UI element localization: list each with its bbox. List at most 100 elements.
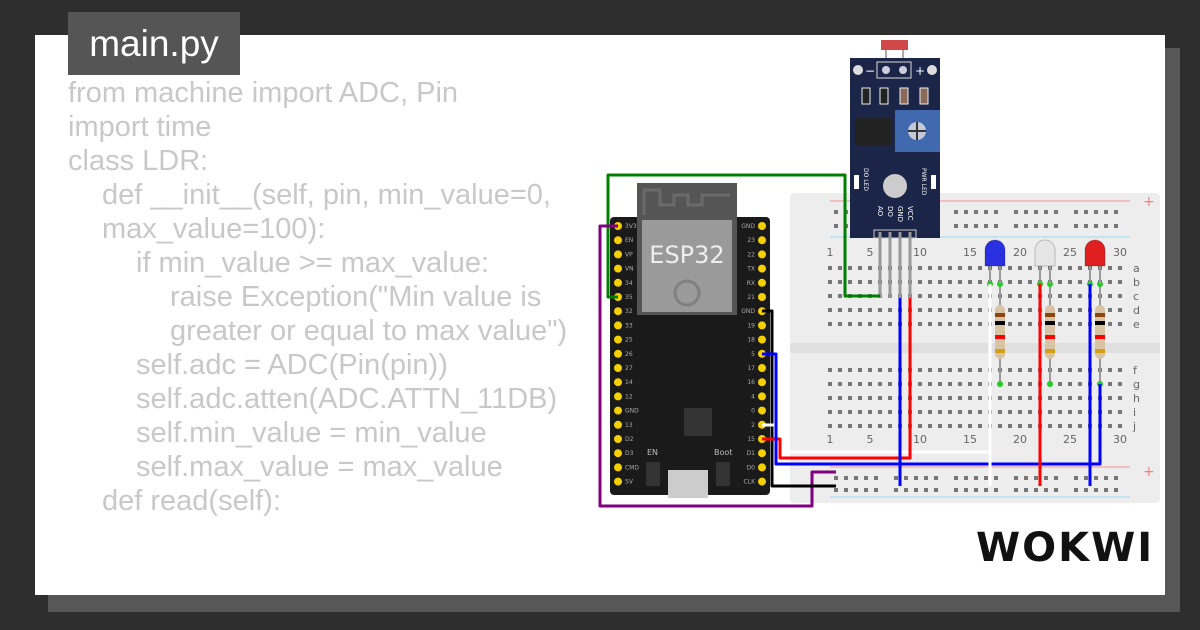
rail-plus-mark: + xyxy=(1143,194,1155,210)
esp-pin-label: GND xyxy=(741,308,755,315)
esp-pin[interactable] xyxy=(614,250,622,259)
esp-pin[interactable] xyxy=(614,435,622,443)
esp-pin-label: 19 xyxy=(747,322,755,329)
wires xyxy=(598,173,1102,508)
row-label: b xyxy=(1133,276,1140,289)
esp-pin[interactable] xyxy=(758,406,766,415)
wire-white[interactable] xyxy=(762,423,990,454)
wire-red[interactable] xyxy=(762,298,912,460)
en-button[interactable] xyxy=(646,462,660,486)
esp-pin-label: 15 xyxy=(747,436,755,443)
esp32-board[interactable]: ESP32 EN Boot 3V3ENVPVN34353233252627141… xyxy=(610,183,770,498)
code-line: def __init__(self, pin, min_value=0, max… xyxy=(102,179,560,245)
esp-pin[interactable] xyxy=(614,364,622,372)
esp-pin-label: D2 xyxy=(625,436,634,443)
sensor-pin-label: AO xyxy=(876,206,884,217)
file-tab[interactable]: main.py xyxy=(68,12,240,75)
code-line: if min_value >= max_value: xyxy=(136,247,490,279)
esp-pin[interactable] xyxy=(758,392,766,401)
boot-label: Boot xyxy=(714,448,732,457)
esp-pin[interactable] xyxy=(614,321,622,330)
esp-pin[interactable] xyxy=(758,378,766,387)
esp-pin[interactable] xyxy=(614,264,622,273)
esp-pin[interactable] xyxy=(614,335,622,344)
esp-pin-label: VN xyxy=(625,266,634,273)
esp-pin-label: 26 xyxy=(625,351,633,358)
sensor-pin-label: DO xyxy=(886,206,894,217)
row-label: h xyxy=(1133,392,1140,405)
esp-pin-label: TX xyxy=(746,266,755,273)
esp-pin-label: 27 xyxy=(625,365,633,372)
resistor[interactable] xyxy=(995,281,1005,387)
esp-pin-label: GND xyxy=(741,223,755,230)
code-line: self.max_value = max_value xyxy=(136,451,503,483)
row-label: e xyxy=(1133,318,1140,331)
esp-pin-label: 3V3 xyxy=(625,223,637,230)
esp-pin[interactable] xyxy=(614,378,622,387)
esp-pin[interactable] xyxy=(758,222,766,230)
col-number: 20 xyxy=(1013,246,1027,259)
photoresistor xyxy=(881,40,908,50)
boot-button[interactable] xyxy=(716,462,730,486)
code-line: import time xyxy=(68,111,212,143)
resistor[interactable] xyxy=(1045,281,1055,387)
row-label: j xyxy=(1132,420,1136,433)
esp-pin[interactable] xyxy=(758,264,766,273)
esp-pin-label: 12 xyxy=(625,393,633,400)
col-number: 10 xyxy=(913,246,927,259)
esp-pin-label: 22 xyxy=(747,251,755,258)
code-line: self.adc.atten(ADC.ATTN_11DB) xyxy=(136,383,558,415)
esp-pin[interactable] xyxy=(758,335,766,344)
esp-pin[interactable] xyxy=(614,392,622,401)
esp-pin-label: 33 xyxy=(625,322,633,329)
wire-purple[interactable] xyxy=(598,224,836,508)
esp-pin[interactable] xyxy=(614,420,622,429)
esp-pin-label: 34 xyxy=(625,280,633,287)
esp-pin-label: 21 xyxy=(747,294,755,301)
esp-pin-label: D1 xyxy=(747,450,756,457)
esp-pin-label: 4 xyxy=(751,393,755,400)
col-number: 5 xyxy=(867,246,874,259)
esp-pin[interactable] xyxy=(614,449,622,458)
pwr-led xyxy=(931,175,936,189)
esp-pin[interactable] xyxy=(614,236,622,245)
rail-plus-mark: + xyxy=(1143,464,1155,480)
esp-pin[interactable] xyxy=(758,477,766,486)
esp-pin-label: 5 xyxy=(751,351,755,358)
esp-pin[interactable] xyxy=(758,463,766,472)
col-number: 5 xyxy=(867,433,874,446)
row-label: c xyxy=(1133,290,1139,303)
esp-pin[interactable] xyxy=(614,406,622,415)
esp-pin-label: 32 xyxy=(625,308,633,315)
led-white[interactable] xyxy=(1034,239,1056,287)
wire-black[interactable] xyxy=(762,309,836,488)
do-led-label: DO LED xyxy=(862,168,869,191)
row-label: a xyxy=(1133,262,1140,275)
esp-pin-label: 0 xyxy=(751,408,755,415)
esp-pin-label: D0 xyxy=(747,464,756,471)
esp-pin[interactable] xyxy=(758,364,766,372)
esp-pin[interactable] xyxy=(614,477,622,486)
esp-pin[interactable] xyxy=(614,349,622,358)
esp-pin[interactable] xyxy=(758,293,766,301)
esp-pin-label: GND xyxy=(625,408,639,415)
col-number: 25 xyxy=(1063,433,1077,446)
esp-pin[interactable] xyxy=(758,278,766,287)
esp-pin-label: VP xyxy=(625,251,633,258)
wire-blue[interactable] xyxy=(762,352,1102,466)
esp-pin[interactable] xyxy=(758,250,766,259)
esp-pin-label: 14 xyxy=(625,379,633,386)
pwr-led-label: PWR LED xyxy=(920,168,927,196)
esp-pin[interactable] xyxy=(614,307,622,316)
esp-pin[interactable] xyxy=(758,236,766,245)
wire-green[interactable] xyxy=(606,173,880,299)
do-led xyxy=(854,175,859,189)
esp-pin[interactable] xyxy=(614,278,622,287)
esp-pin[interactable] xyxy=(614,463,622,472)
esp-pin[interactable] xyxy=(758,321,766,330)
esp-pin[interactable] xyxy=(758,449,766,458)
